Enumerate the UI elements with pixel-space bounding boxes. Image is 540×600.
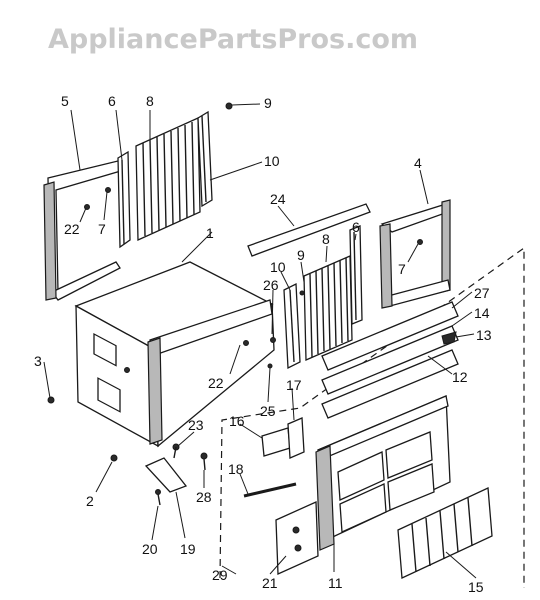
part-10-left-strip — [197, 102, 233, 208]
part-15-front-grille — [397, 487, 493, 579]
label-11: 11 — [328, 575, 343, 591]
label-7-left: 7 — [98, 221, 106, 237]
label-17: 17 — [286, 377, 302, 393]
label-18: 18 — [228, 461, 244, 477]
label-1: 1 — [206, 225, 214, 241]
watermark-text: AppliancePartsPros.com — [48, 24, 418, 55]
label-8-right: 8 — [322, 231, 330, 247]
label-16: 16 — [229, 413, 245, 429]
part-27-14-12-filter-bars — [321, 301, 459, 419]
label-6-right: 6 — [352, 219, 360, 235]
label-4: 4 — [414, 155, 422, 171]
part-5-left-frame — [43, 159, 125, 301]
part-6-left-channel — [117, 150, 131, 249]
part-19-bracket — [144, 457, 188, 493]
part-16-17-control — [261, 417, 305, 459]
label-20: 20 — [142, 541, 158, 557]
label-15: 15 — [468, 579, 484, 595]
label-5: 5 — [61, 93, 69, 109]
label-22-mid: 22 — [208, 375, 224, 391]
label-12: 12 — [452, 369, 468, 385]
part-29-front-assembly-boundary — [219, 246, 525, 588]
label-9-mid: 9 — [297, 247, 305, 263]
label-29: 29 — [212, 567, 228, 583]
part-11-front-panel — [315, 395, 451, 551]
part-18-rod — [243, 482, 297, 498]
label-6-left: 6 — [108, 93, 116, 109]
label-25: 25 — [260, 403, 276, 419]
label-13: 13 — [476, 327, 492, 343]
part-24-top-bar — [247, 203, 371, 257]
hardware-screws — [47, 363, 273, 506]
label-28: 28 — [196, 489, 212, 505]
label-24: 24 — [270, 191, 286, 207]
part-1-cabinet — [74, 261, 276, 448]
label-21: 21 — [262, 575, 278, 591]
part-10-right-strip — [283, 282, 305, 370]
label-23: 23 — [188, 417, 204, 433]
leader-lines — [43, 103, 477, 579]
label-9-top: 9 — [264, 95, 272, 111]
label-8-left: 8 — [146, 93, 154, 109]
part-21-door — [275, 501, 319, 575]
label-27: 27 — [474, 285, 490, 301]
label-14: 14 — [474, 305, 490, 321]
label-10-top: 10 — [264, 153, 280, 169]
label-3: 3 — [34, 353, 42, 369]
part-8-left-louver — [135, 117, 201, 241]
part-labels: 5 6 8 9 10 22 7 1 24 4 7 6 10 9 8 26 27 … — [34, 93, 492, 595]
label-22-left: 22 — [64, 221, 80, 237]
label-10-mid: 10 — [270, 259, 286, 275]
label-19: 19 — [180, 541, 196, 557]
part-4-right-frame — [379, 199, 451, 309]
label-2: 2 — [86, 493, 94, 509]
label-26: 26 — [263, 277, 279, 293]
part-8-right-louver — [303, 255, 353, 361]
label-7-right: 7 — [398, 261, 406, 277]
